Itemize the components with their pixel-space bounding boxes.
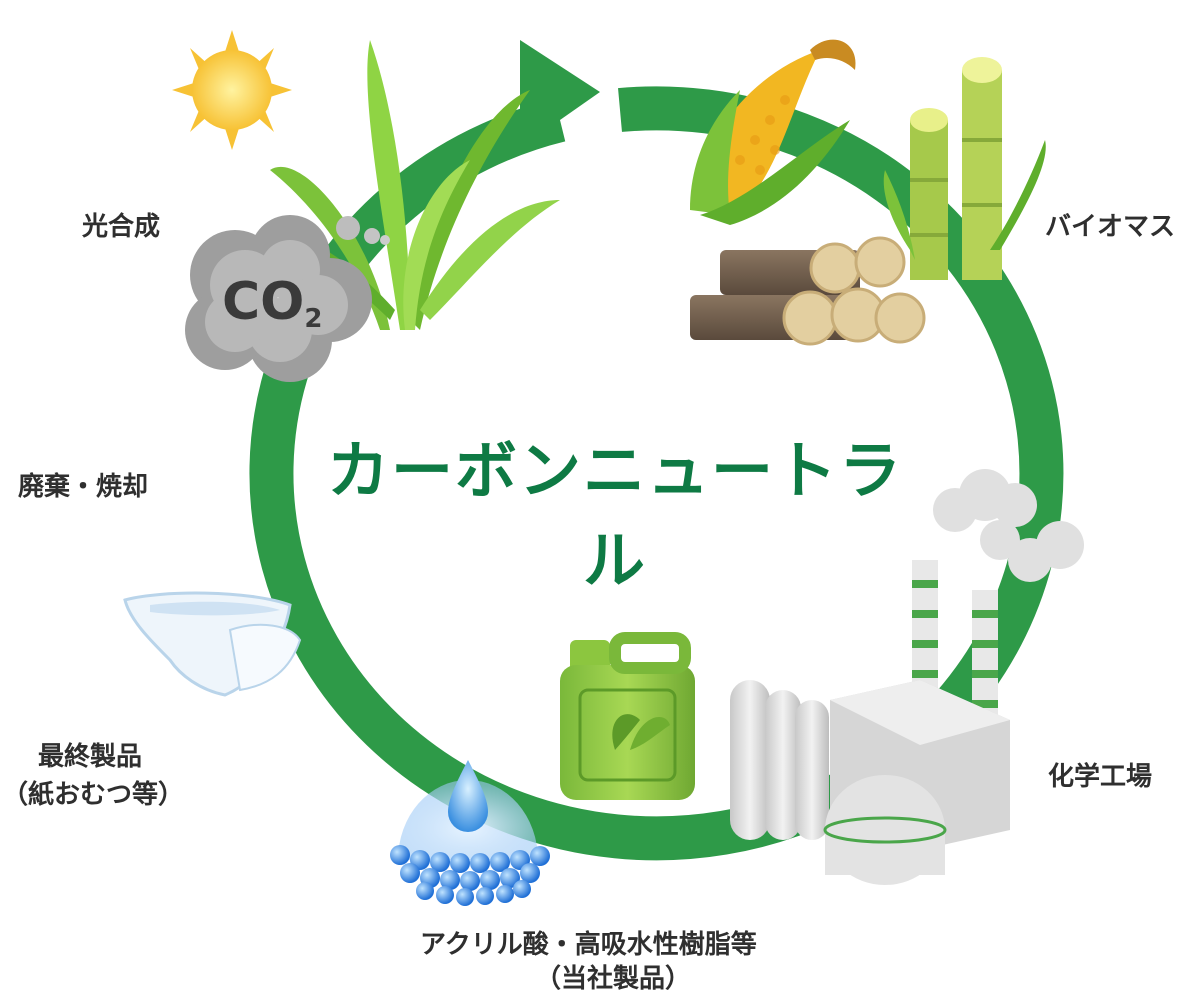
diaper-icon xyxy=(125,593,300,695)
co2-label: CO2 xyxy=(222,272,322,332)
logs-icon xyxy=(690,238,924,344)
co2-main: CO xyxy=(222,272,304,332)
diagram-title: カーボンニュートラル xyxy=(300,420,930,600)
label-chemical-plant: 化学工場 xyxy=(1048,760,1152,794)
label-final-products-line1: 最終製品 xyxy=(38,740,142,774)
label-disposal: 廃棄・焼却 xyxy=(18,470,148,504)
label-acrylic-line2: （当社製品） xyxy=(535,962,691,996)
label-photosynthesis: 光合成 xyxy=(82,210,160,244)
label-biomass: バイオマス xyxy=(1045,210,1175,244)
jerrycan-icon xyxy=(560,638,695,800)
co2-subscript: 2 xyxy=(304,304,322,334)
sugarcane-icon xyxy=(884,57,1046,280)
sun-icon xyxy=(172,30,292,150)
label-acrylic-line1: アクリル酸・高吸水性樹脂等 xyxy=(420,928,757,962)
storage-tanks-icon xyxy=(730,680,829,840)
label-final-products-line2: （紙おむつ等） xyxy=(2,778,184,812)
